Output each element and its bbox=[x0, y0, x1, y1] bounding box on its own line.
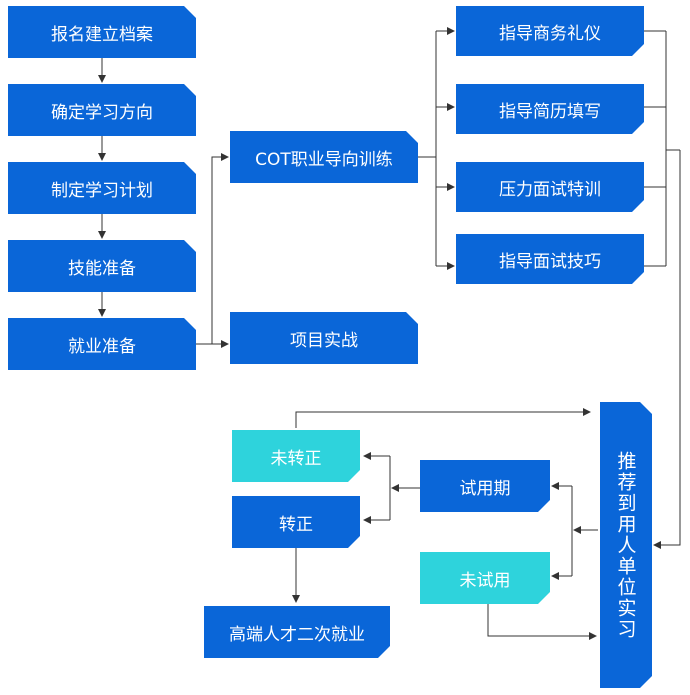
step-employment-prep: 就业准备 bbox=[8, 318, 196, 370]
reemployment: 高端人才二次就业 bbox=[204, 606, 390, 658]
regular: 转正 bbox=[232, 496, 360, 548]
step-direction: 确定学习方向 bbox=[8, 84, 196, 136]
cot-training: COT职业导向训练 bbox=[230, 131, 418, 183]
recommend-internship: 推荐到用人单位实习 bbox=[600, 402, 652, 688]
step-skills: 技能准备 bbox=[8, 240, 196, 292]
not-regular: 未转正 bbox=[232, 430, 360, 482]
trial-period: 试用期 bbox=[420, 460, 550, 512]
no-trial: 未试用 bbox=[420, 552, 550, 604]
guide-interview: 指导面试技巧 bbox=[456, 234, 644, 284]
pressure-interview: 压力面试特训 bbox=[456, 162, 644, 212]
project-practice: 项目实战 bbox=[230, 312, 418, 364]
step-plan: 制定学习计划 bbox=[8, 162, 196, 214]
step-register-file: 报名建立档案 bbox=[8, 6, 196, 58]
guide-resume: 指导简历填写 bbox=[456, 84, 644, 134]
guide-etiquette: 指导商务礼仪 bbox=[456, 6, 644, 56]
